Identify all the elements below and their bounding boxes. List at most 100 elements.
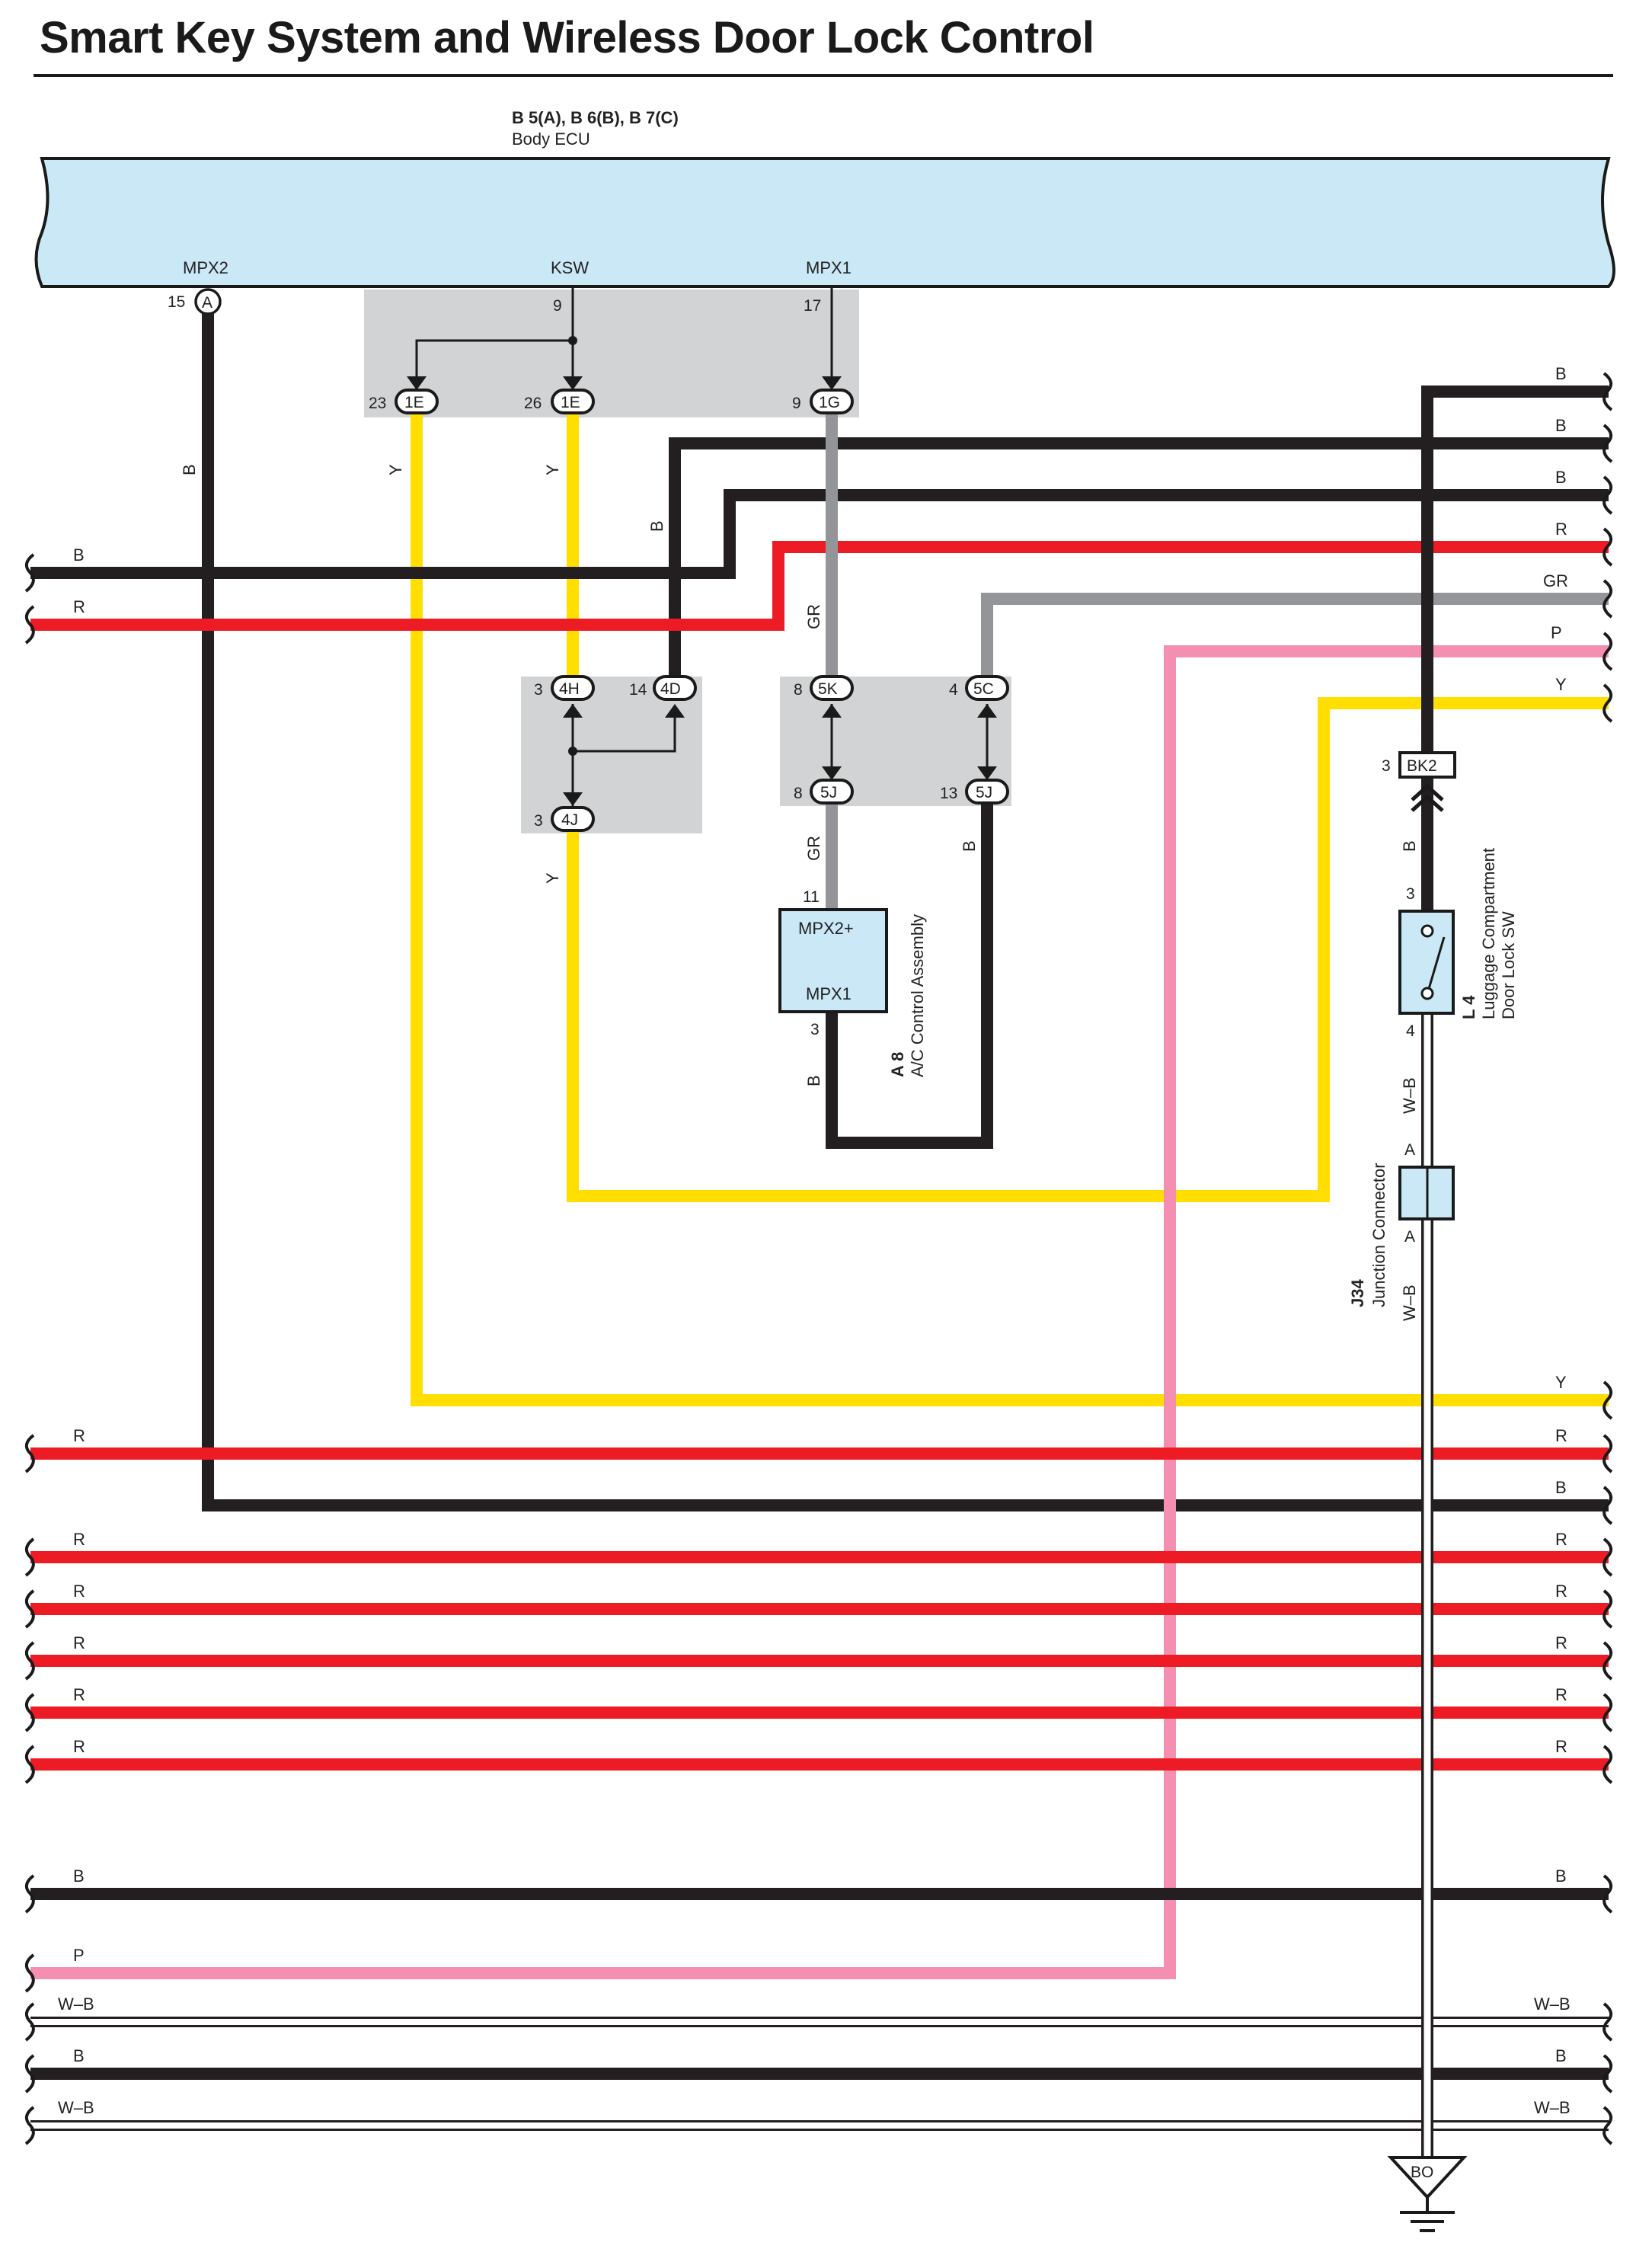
switch-name-2: Door Lock SW [1499,911,1518,1019]
connector-1e-26-pin: 26 [524,395,542,412]
ecu-terminal-ksw: KSW [551,258,589,277]
wire-left-b-top [30,489,1609,579]
wire-break-left-12 [24,2106,35,2145]
switch-pin-bottom: 4 [1406,1022,1415,1040]
arrow-1e-26 [563,376,583,390]
wire-label-1e-23-y: Y [386,464,405,475]
connector-5j-a-pin: 8 [794,785,803,802]
wire-label-ac-b: B [804,1075,823,1086]
connector-5k: 8 5K [794,675,854,701]
switch-contact-bottom [1420,987,1434,1000]
wire-label-left-r-1: R [73,1426,85,1445]
wire-break-right-13 [1602,1693,1613,1732]
ecu-pin-ksw: 9 [553,297,562,315]
connector-1e-23: 23 1E [369,389,439,414]
jb2-branch [573,712,676,753]
connector-bk2-id: BK2 [1407,757,1437,775]
wire-break-left-10 [24,2002,35,2042]
ac-pin-top: 11 [803,888,820,906]
wire-break-right-5 [1602,632,1613,671]
wire-label-1e-26-y: Y [543,464,562,475]
connector-4d-pin: 14 [629,681,647,699]
junction-block-2 [521,677,702,833]
wire-1e-23-y [411,411,1609,1406]
switch-name-1: Luggage Compartment [1479,848,1498,1019]
connector-4h-pin: 3 [534,681,543,699]
wire-label-right-y-2: Y [1555,1373,1567,1392]
switch-blade [1427,936,1446,990]
wire-label-right-p: P [1551,623,1562,642]
wire-break-left-6 [24,1693,35,1732]
wire-break-left-11 [24,2054,35,2094]
wire-break-right-14 [1602,1745,1613,1784]
wire-break-right-11 [1602,1589,1613,1629]
wire-left-r-top [30,541,1609,631]
ground-triangle [1387,2156,1468,2199]
wire-break-right-1 [1602,424,1613,463]
bottom-wire-bundle: R R B R R R R R R R R R R B B W–B W–B B … [30,1426,1609,2131]
wire-label-right-r-1: R [1555,520,1567,539]
wire-label-mpx2-b: B [180,464,199,475]
wire-label-left-r-4: R [73,1633,85,1652]
bk2-chevron-2 [1411,794,1444,812]
wire-break-right-2 [1602,475,1613,515]
wire-break-left-1 [24,605,35,645]
connector-1e-23-id: 1E [404,394,424,411]
ac-pin-bottom: 3 [810,1021,820,1038]
wire-label-left-p: P [73,1946,85,1965]
wire-break-left-8 [24,1874,35,1914]
wire-4d-b [669,437,1609,678]
switch-pin-top: 3 [1406,885,1415,903]
ecu-connector-a-label: A [202,294,212,312]
arrow-4j [563,792,583,806]
connector-5j-b-pin: 13 [940,785,957,802]
wire-label-right-b-5: B [1555,1867,1567,1886]
ground-bo: BO [1387,2156,1468,2232]
connector-4h-id: 4H [559,680,580,698]
wire-break-right-12 [1602,1641,1613,1681]
arrow-1e-23 [407,376,427,390]
wire-label-right-r-5: R [1555,1633,1567,1652]
connector-5c: 4 5C [949,675,1009,701]
connector-1e-23-pin: 23 [369,395,386,412]
wire-label-right-b-4: B [1555,1478,1567,1497]
arrow-5c-up [977,704,997,718]
junction-connector-j34: A A J34 Junction Connector [1348,1141,1455,1307]
ac-control-name: A/C Control Assembly [908,914,927,1077]
connector-1g: 9 1G [792,389,854,414]
connector-4d: 14 4D [629,675,697,701]
wire-label-left-b-2: B [73,2046,85,2065]
wire-label-j34-wb: W–B [1400,1284,1419,1321]
wire-break-right-10 [1602,1537,1613,1577]
j34-ref: J34 [1348,1279,1367,1307]
wire-label-left-r-6: R [73,1737,85,1756]
wire-label-right-b-6: B [1555,2046,1567,2065]
ac-control-box [778,908,888,1013]
connector-5k-id: 5K [818,680,838,698]
connector-4h: 3 4H [534,675,595,701]
connector-5j-b-id: 5J [976,784,992,801]
connector-bk2-pin: 3 [1382,757,1391,775]
wire-breaks [24,372,1613,2145]
wire-label-sw-wb: W–B [1400,1077,1419,1114]
wire-break-right-4 [1602,579,1613,619]
arrow-5j-a [822,766,842,780]
wire-4j-y [567,697,1609,1202]
wire-break-left-0 [24,553,35,593]
bk2-chevron-1 [1411,783,1444,801]
connector-1e-26: 26 1E [524,389,595,414]
wire-label-4d-b: B [647,520,666,532]
body-ecu-name: Body ECU [512,130,590,149]
wire-break-left-5 [24,1641,35,1681]
j34-name: Junction Connector [1369,1163,1388,1307]
ac-control-ref: A 8 [888,1052,907,1077]
wire-break-right-9 [1602,1486,1613,1525]
connector-4j: 3 4J [534,806,595,832]
wire-break-right-6 [1602,683,1613,723]
wire-label-right-y-1: Y [1555,675,1567,694]
ksw-branch [415,339,573,381]
ac-control-assembly: 11 MPX2+ MPX1 3 A 8 A/C Control Assembly [778,888,927,1077]
connector-5c-pin: 4 [949,681,958,699]
wire-break-left-2 [24,1434,35,1473]
